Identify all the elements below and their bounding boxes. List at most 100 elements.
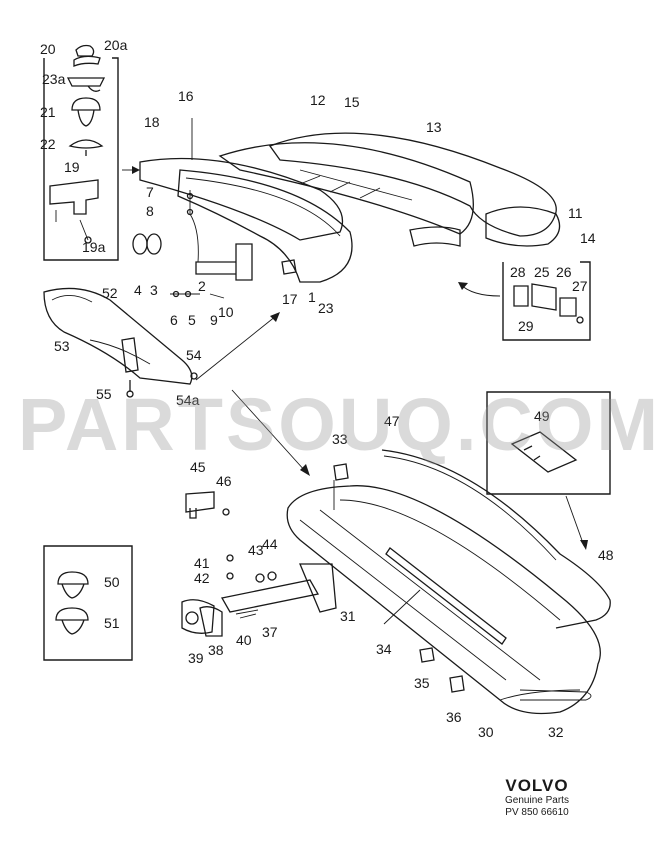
- callout-15: 15: [344, 94, 360, 110]
- callout-45: 45: [190, 459, 206, 475]
- washer-part: [184, 290, 192, 298]
- callout-54a: 54a: [176, 392, 200, 408]
- callout-labels: 20 20a 23a 21 22 19 19a 16 18 12 15 13 1…: [40, 37, 614, 740]
- bumper-cover: [177, 169, 353, 283]
- callout-39: 39: [188, 650, 204, 666]
- callout-31: 31: [340, 608, 356, 624]
- callout-12: 12: [310, 92, 326, 108]
- callout-5: 5: [188, 312, 196, 328]
- rear-moulding-strip: [381, 449, 611, 629]
- leader-arrow: [459, 283, 501, 297]
- bracket-part: [66, 77, 106, 92]
- washer-part: [226, 572, 234, 580]
- callout-32: 32: [548, 724, 564, 740]
- leader-line: [383, 589, 421, 625]
- bumper-reinforcement: [218, 142, 474, 235]
- screw-head: [576, 316, 584, 324]
- callout-20a: 20a: [104, 37, 128, 53]
- callout-11: 11: [568, 205, 583, 221]
- callout-48: 48: [598, 547, 614, 563]
- callout-1: 1: [308, 289, 316, 305]
- callout-54: 54: [186, 347, 202, 363]
- bumper-mount-tube: [195, 243, 253, 281]
- callout-10: 10: [218, 304, 234, 320]
- screw-head: [226, 554, 234, 562]
- callout-6: 6: [170, 312, 178, 328]
- callout-2: 2: [198, 278, 206, 294]
- callout-19: 19: [64, 159, 80, 175]
- callout-35: 35: [414, 675, 430, 691]
- inset-frame-bracket: [502, 261, 591, 341]
- nut-part: [172, 290, 180, 298]
- callout-3: 3: [150, 282, 158, 298]
- callout-34: 34: [376, 641, 392, 657]
- callout-37: 37: [262, 624, 278, 640]
- callout-9: 9: [210, 312, 218, 328]
- callout-36: 36: [446, 709, 462, 725]
- washer-part: [146, 233, 162, 255]
- callout-26: 26: [556, 264, 572, 280]
- arrow-line: [231, 389, 307, 473]
- callout-23: 23: [318, 300, 334, 316]
- callout-55: 55: [96, 386, 112, 402]
- rear-mount-plates: [181, 599, 223, 637]
- leader-arrow: [565, 495, 585, 547]
- clip-part: [281, 259, 297, 275]
- clip-pin-part: [68, 139, 104, 156]
- callout-28: 28: [510, 264, 526, 280]
- rear-clip-detail: [510, 431, 578, 473]
- bumper-side-section: [43, 287, 193, 385]
- bumper-side-edges: [51, 295, 151, 365]
- brand-logo: VOLVO: [505, 776, 569, 795]
- callout-25: 25: [534, 264, 550, 280]
- nut-part: [75, 44, 95, 57]
- bumper-slots: [299, 169, 413, 201]
- callout-38: 38: [208, 642, 224, 658]
- bumper-trim-strip: [139, 157, 344, 241]
- callout-46: 46: [216, 473, 232, 489]
- arrow-head: [580, 540, 588, 550]
- callout-40: 40: [236, 632, 252, 648]
- callout-14: 14: [580, 230, 596, 246]
- nut-part: [222, 508, 230, 516]
- rear-moulding-edge: [383, 455, 557, 561]
- callout-30: 30: [478, 724, 494, 740]
- rear-bumper-light-strip: [519, 689, 592, 701]
- brand-block: VOLVO Genuine Parts PV 850 66610: [482, 777, 592, 819]
- callout-17: 17: [282, 291, 298, 307]
- arrow-head: [458, 282, 468, 290]
- rear-bracket-part: [185, 491, 215, 519]
- callout-7: 7: [146, 184, 154, 200]
- callout-16: 16: [178, 88, 194, 104]
- bumper-end-cap: [485, 206, 561, 247]
- rear-bumper-contours: [299, 499, 581, 701]
- fastener-leader-lines: [170, 118, 225, 299]
- mount-hole: [185, 611, 199, 625]
- washer-part: [267, 571, 277, 581]
- bracket-assembly-part: [513, 283, 577, 317]
- callout-4: 4: [134, 282, 142, 298]
- brand-subtitle: Genuine Parts: [505, 795, 569, 806]
- plug-part-small: [55, 607, 89, 635]
- callout-20: 20: [40, 41, 56, 57]
- arrow-line: [195, 315, 277, 381]
- callout-42: 42: [194, 570, 210, 586]
- callout-43: 43: [248, 542, 264, 558]
- bumper-main: [268, 132, 557, 237]
- part-code: PV 850 66610: [505, 807, 569, 818]
- screw-head: [186, 192, 194, 200]
- nut-part: [255, 573, 265, 583]
- callout-49: 49: [534, 408, 550, 424]
- callout-50: 50: [104, 574, 120, 590]
- callout-23a: 23a: [42, 71, 66, 87]
- bumper-bracket: [409, 226, 461, 247]
- rear-clip-part: [333, 463, 349, 481]
- callout-8: 8: [146, 203, 154, 219]
- callout-18: 18: [144, 114, 160, 130]
- rear-bolt: [235, 609, 259, 619]
- clip-part: [73, 55, 101, 67]
- inset-frame-rear-clip: [486, 391, 611, 495]
- arrow-head: [300, 464, 310, 476]
- callout-29: 29: [518, 318, 534, 334]
